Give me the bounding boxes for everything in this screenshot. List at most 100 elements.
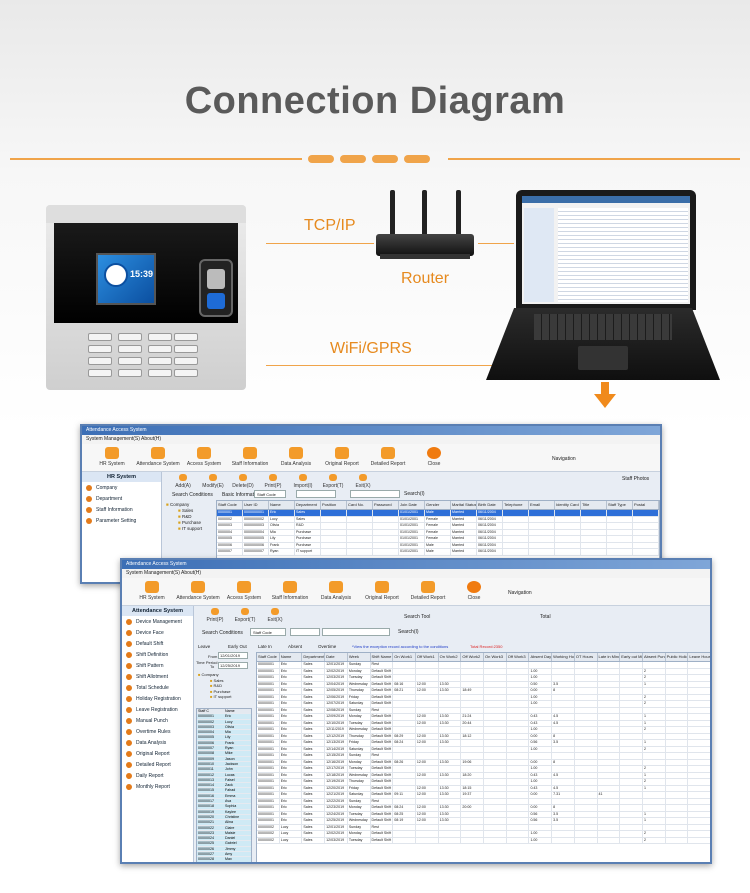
action-print-p-button[interactable]: Print(P) — [200, 608, 230, 623]
filter-late-in-checkbox[interactable]: Late In — [258, 644, 272, 649]
sidebar-item-shift-definition[interactable]: Shift Definition — [122, 649, 193, 660]
tree-node-r-d[interactable]: ■ R&D — [198, 683, 231, 689]
search-input[interactable] — [322, 628, 390, 636]
column-header[interactable]: Staff Code — [217, 501, 243, 509]
column-header[interactable]: Email — [529, 501, 555, 509]
sidebar-item-original-report[interactable]: Original Report — [122, 748, 193, 759]
sidebar-item-data-analysis[interactable]: Data Analysis — [122, 737, 193, 748]
sidebar-item-holiday-registration[interactable]: Holiday Registration — [122, 693, 193, 704]
column-header[interactable]: Gender — [425, 501, 451, 509]
search-button[interactable]: Search(I) — [404, 491, 425, 497]
sidebar-item-manual-punch[interactable]: Manual Punch — [122, 715, 193, 726]
toolbar-staff-information-button[interactable]: Staff Information — [228, 447, 272, 467]
toolbar-attendance-system-button[interactable]: Attendance System — [136, 447, 180, 467]
column-header[interactable]: Department — [295, 501, 321, 509]
window-menu[interactable]: System Management(S) About(H) — [122, 569, 710, 578]
navigation-checkbox[interactable]: Navigation — [508, 590, 532, 596]
search-button[interactable]: Search(I) — [398, 629, 419, 635]
action-print-p-button[interactable]: Print(P) — [258, 474, 288, 489]
column-header[interactable]: Leave Hours — [689, 654, 712, 659]
action-export-t-button[interactable]: Export(T) — [230, 608, 260, 623]
tree-node-sales[interactable]: ■ Sales — [166, 508, 202, 514]
filter-overtime-checkbox[interactable]: Overtime — [318, 644, 337, 649]
action-add-a-button[interactable]: Add(A) — [168, 474, 198, 489]
sidebar-item-overtime-rules[interactable]: Overtime Rules — [122, 726, 193, 737]
sidebar-item-device-management[interactable]: Device Management — [122, 616, 193, 627]
toolbar-hr-system-button[interactable]: HR System — [130, 581, 174, 601]
sidebar-item-detailed-report[interactable]: Detailed Report — [122, 759, 193, 770]
navigation-checkbox[interactable]: Navigation — [552, 456, 576, 462]
column-header[interactable]: Staff Type — [607, 501, 633, 509]
tree-node-it-support[interactable]: ■ IT support — [198, 694, 231, 700]
column-header[interactable]: Telephone — [503, 501, 529, 509]
tree-node-company[interactable]: ■ Company — [166, 502, 202, 508]
sidebar-item-shift-allotment[interactable]: Shift Allotment — [122, 671, 193, 682]
column-header[interactable]: Shift Name — [371, 653, 394, 661]
column-header[interactable]: OT Hours — [575, 653, 598, 661]
column-header[interactable]: Date — [325, 653, 348, 661]
search-input[interactable] — [350, 490, 400, 498]
toolbar-original-report-button[interactable]: Original Report — [360, 581, 404, 601]
column-header[interactable]: Password — [373, 501, 399, 509]
action-delete-d-button[interactable]: Delete(D) — [228, 474, 258, 489]
action-exit-x-button[interactable]: Exit(X) — [348, 474, 378, 489]
column-header[interactable]: On Work2 — [439, 653, 462, 661]
from-date-input[interactable]: 12/01/2019 — [218, 652, 248, 659]
sidebar-item-department[interactable]: Department — [82, 493, 161, 504]
column-header[interactable]: Off Work3 — [507, 653, 530, 661]
sidebar-item-company[interactable]: Company — [82, 482, 161, 493]
search-operator[interactable] — [290, 628, 320, 636]
tree-node-it-support[interactable]: ■ IT support — [166, 526, 202, 532]
column-header[interactable]: Birth Date — [477, 501, 503, 509]
sidebar-item-device-face[interactable]: Device Face — [122, 627, 193, 638]
toolbar-data-analysis-button[interactable]: Data Analysis — [274, 447, 318, 467]
sidebar-item-default-shift[interactable]: Default Shift — [122, 638, 193, 649]
column-header[interactable]: Absent Days — [530, 653, 553, 661]
column-header[interactable]: On Work3 — [484, 653, 507, 661]
tree-node-company[interactable]: ■ Company — [198, 672, 231, 678]
window-menu[interactable]: System Management(S) About(H) — [82, 435, 660, 444]
tree-node-purchase[interactable]: ■ Purchase — [198, 689, 231, 695]
column-header[interactable]: Join Date — [399, 501, 425, 509]
sidebar-item-leave-registration[interactable]: Leave Registration — [122, 704, 193, 715]
